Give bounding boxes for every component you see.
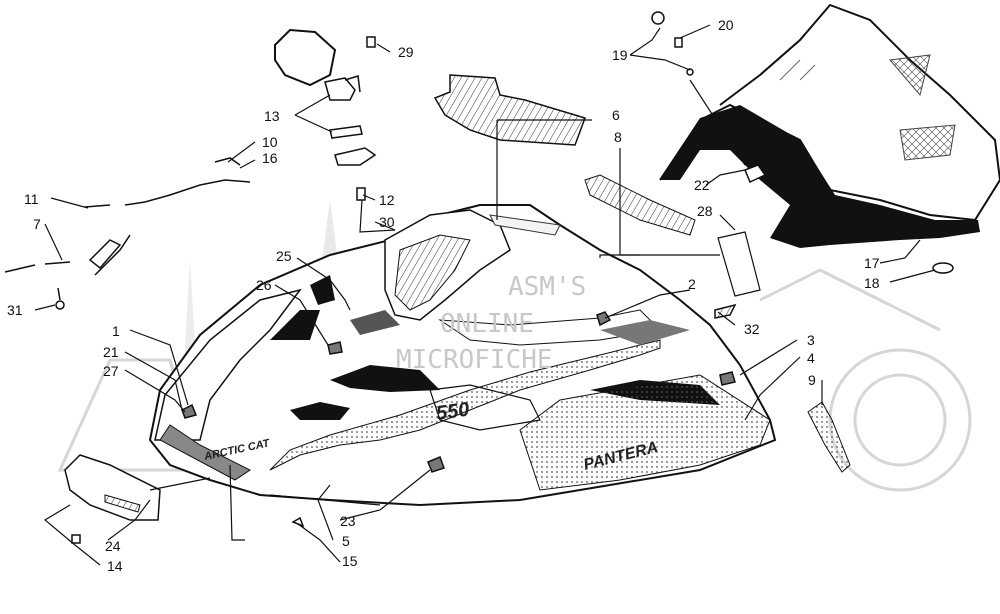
callout-27: 27 <box>103 363 119 379</box>
callout-25: 25 <box>276 248 292 264</box>
callout-9: 9 <box>808 372 816 388</box>
callout-13: 13 <box>264 108 280 124</box>
callout-11: 11 <box>24 191 39 207</box>
callout-1: 1 <box>112 323 120 339</box>
badge-550-decal: 550 <box>435 399 471 425</box>
leader-lines <box>34 24 936 566</box>
callout-20: 20 <box>718 17 734 33</box>
callout-7: 7 <box>33 216 41 232</box>
callout-8: 8 <box>614 129 622 145</box>
callout-30: 30 <box>379 214 395 230</box>
callout-31: 31 <box>7 302 23 318</box>
callout-3: 3 <box>807 332 815 348</box>
callout-12: 12 <box>379 192 395 208</box>
callout-22: 22 <box>694 177 710 193</box>
callout-4: 4 <box>807 350 815 366</box>
callout-14: 14 <box>107 558 123 574</box>
callout-labels: 1 2 3 4 5 6 7 8 9 10 11 12 13 14 15 16 1… <box>7 17 880 574</box>
callout-21: 21 <box>103 344 119 360</box>
callout-6: 6 <box>612 107 620 123</box>
watermark-line-2: ONLINE <box>440 309 534 339</box>
callout-26: 26 <box>256 277 272 293</box>
bracket <box>64 454 161 521</box>
cable-assembly <box>4 157 251 310</box>
mirror <box>274 28 377 166</box>
windshield <box>659 3 1000 248</box>
plate <box>717 231 761 297</box>
callout-15: 15 <box>342 553 358 569</box>
hood <box>148 204 777 507</box>
watermark: ASM'S ONLINE MICROFICHE <box>396 272 586 375</box>
callout-29: 29 <box>398 44 414 60</box>
watermark-line-1: ASM'S <box>508 272 586 302</box>
callout-10: 10 <box>262 134 278 150</box>
watermark-line-3: MICROFICHE <box>396 345 553 375</box>
callout-19: 19 <box>612 47 628 63</box>
fasteners <box>71 11 954 544</box>
trim-strip <box>584 174 696 236</box>
callout-2: 2 <box>688 276 696 292</box>
callout-23: 23 <box>340 513 356 529</box>
callout-17: 17 <box>864 255 880 271</box>
callout-18: 18 <box>864 275 880 291</box>
callout-32: 32 <box>744 321 760 337</box>
callout-28: 28 <box>697 203 713 219</box>
callout-24: 24 <box>105 538 121 554</box>
decal-mat <box>433 74 586 146</box>
callout-5: 5 <box>342 533 350 549</box>
callout-16: 16 <box>262 150 278 166</box>
